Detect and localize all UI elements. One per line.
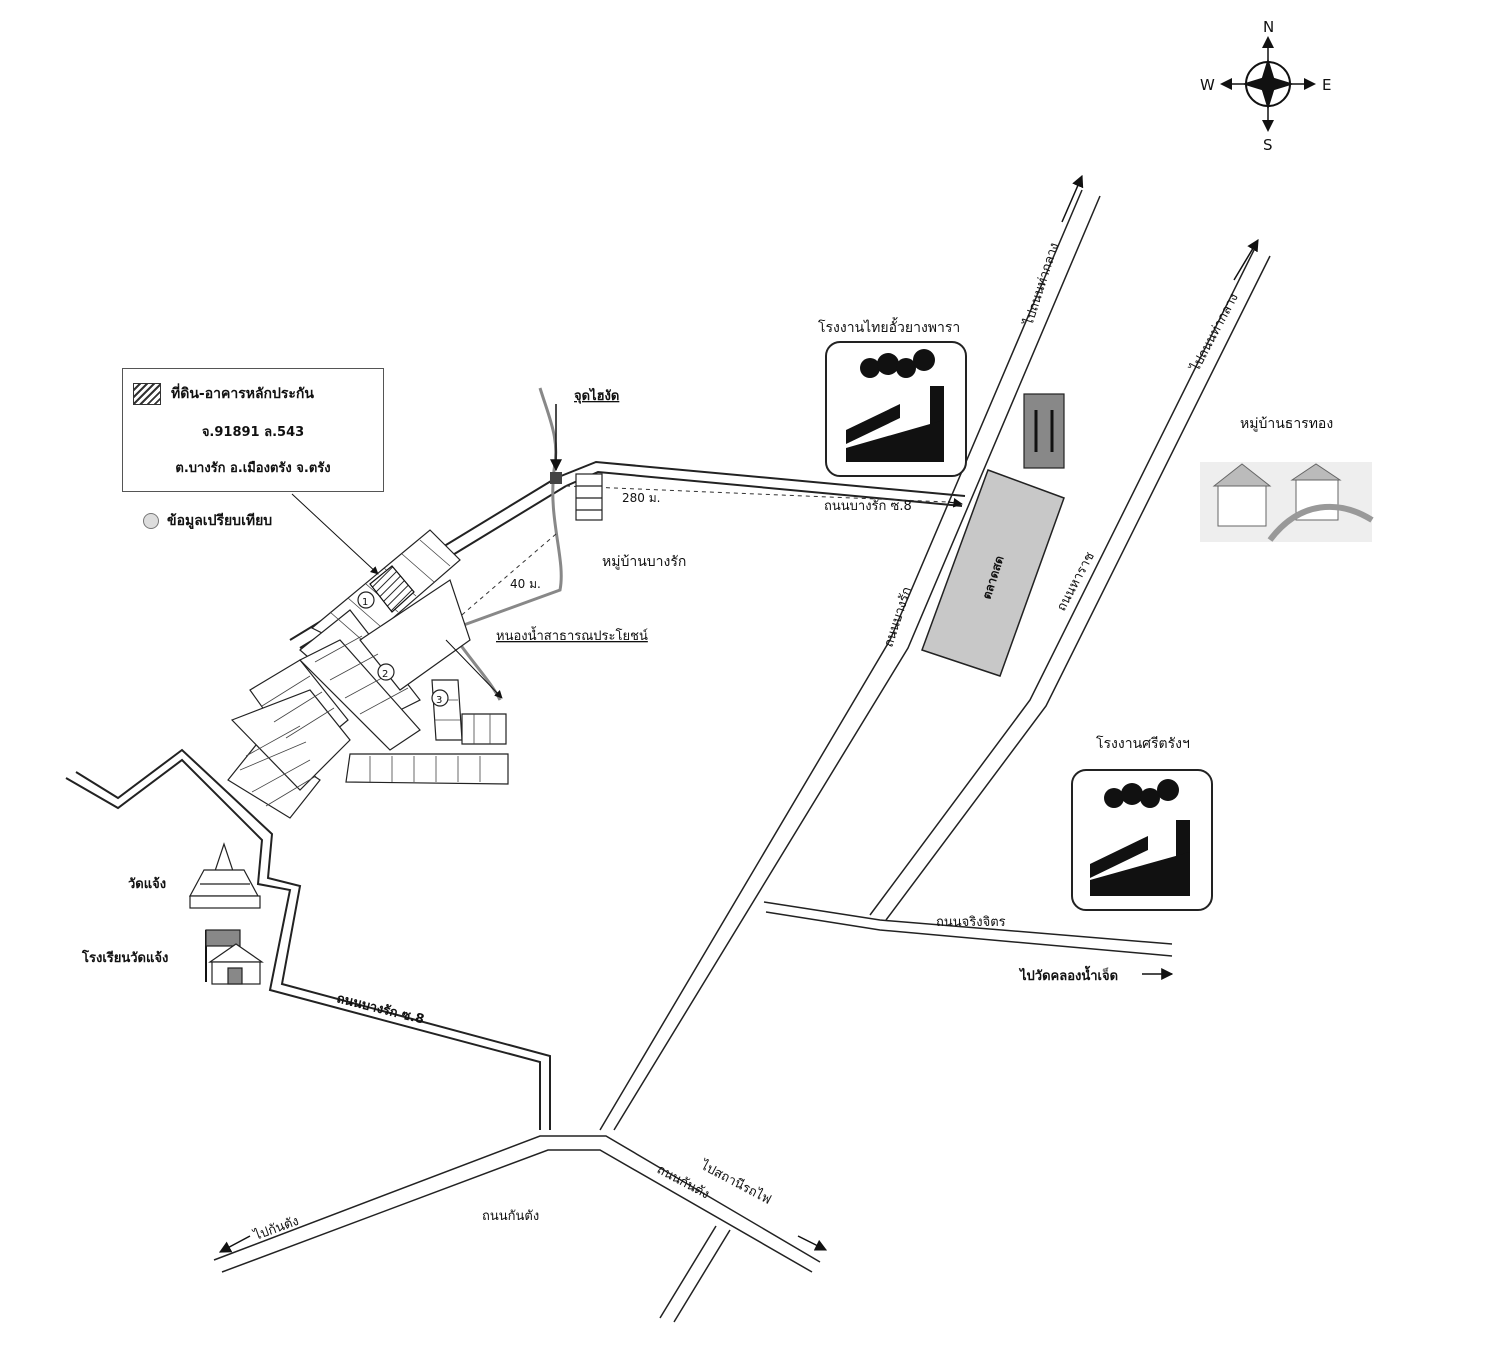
- road-soi8-top-label: ถนนบางรัก ซ.8: [824, 499, 912, 514]
- road-bangrak: [599, 189, 1101, 1131]
- subject-marker-icon: [550, 472, 562, 484]
- to-station-label: ไปสถานีรถไฟ: [697, 1157, 774, 1208]
- svg-text:2: 2: [382, 669, 388, 680]
- road-soi8-south: [65, 748, 551, 1130]
- road-jaroen: [763, 901, 1173, 957]
- compass-e: E: [1322, 76, 1331, 94]
- subject-point-label: จุดไฮงัด: [574, 387, 619, 404]
- factory-top-label: โรงงานไทยอั้วยางพารา: [818, 317, 960, 336]
- legend: ที่ดิน-อาคารหลักประกัน จ.91891 ล.543 ต.บ…: [122, 368, 384, 492]
- canal: [447, 387, 563, 701]
- comparable-2: 2: [377, 663, 395, 681]
- temple-label: วัดแจ้ง: [128, 876, 166, 892]
- factory-top-icon: [825, 341, 967, 477]
- temple-icon: [188, 842, 261, 909]
- distance-280-label: 280 ม.: [622, 491, 660, 505]
- distance-40-line: [441, 533, 557, 633]
- factory-bottom-label: โรงงานศรีตรังฯ: [1096, 735, 1190, 752]
- building-near-subject-icon: [575, 473, 603, 521]
- legend-comparables-row: ข้อมูลเปรียบเทียบ: [143, 510, 272, 532]
- legend-subject-row: ที่ดิน-อาคารหลักประกัน: [133, 383, 314, 405]
- compass-n: N: [1263, 18, 1274, 36]
- to-kantang-label: ไปกันตัง: [251, 1213, 301, 1244]
- road-jaroen-label: ถนนจริงจิตร: [936, 915, 1006, 930]
- circle-swatch-icon: [143, 513, 159, 529]
- road-bangrak-label: ถนนบางรัก: [882, 585, 916, 649]
- comparable-3: 3: [431, 689, 449, 707]
- to-wat-khlong-label: ไปวัดคลองน้ำเจ็ด: [1018, 965, 1118, 984]
- legend-title: ที่ดิน-อาคารหลักประกัน: [171, 386, 314, 402]
- village-houses-icon: [1200, 462, 1374, 542]
- comparable-1: 1: [357, 591, 375, 609]
- legend-location: ต.บางรัก อ.เมืองตรัง จ.ตรัง: [175, 461, 331, 476]
- compass-s: S: [1263, 136, 1273, 154]
- school-icon: [205, 929, 264, 985]
- svg-text:3: 3: [436, 695, 442, 706]
- compass-w: W: [1200, 76, 1215, 94]
- svg-text:1: 1: [362, 597, 368, 608]
- road-kantang-label: ถนนกันตัง: [482, 1209, 539, 1224]
- hatch-swatch-icon: [133, 383, 161, 405]
- village-right-label: หมู่บ้านธารทอง: [1240, 416, 1333, 432]
- restaurant-icon: [1023, 393, 1065, 469]
- school-label: โรงเรียนวัดแจ้ง: [81, 949, 168, 966]
- road-soi8-bottom-label: ถนนบางรัก ซ.8: [335, 991, 426, 1027]
- to-thakhlong-2-label: ไปถนนท่ากลาง: [1187, 291, 1242, 375]
- subject-plot: [369, 565, 415, 613]
- factory-bottom-icon: [1071, 769, 1213, 911]
- road-kantang: [213, 1135, 821, 1323]
- to-thakhlong-1-label: ไปถนนท่ากลาง: [1020, 241, 1062, 328]
- road-harat: [869, 249, 1271, 921]
- legend-comparables-label: ข้อมูลเปรียบเทียบ: [167, 513, 273, 529]
- village-center-label: หมู่บ้านบางรัก: [602, 554, 686, 570]
- market-block: [921, 469, 1065, 677]
- compass-icon: [1220, 36, 1316, 132]
- road-harat-label: ถนนหาราช: [1054, 550, 1098, 614]
- public-pond-label: หนองน้ำสาธารณประโยชน์: [496, 626, 648, 644]
- legend-deed: จ.91891 ล.543: [201, 425, 305, 440]
- distance-40-label: 40 ม.: [510, 577, 541, 591]
- land-plots: [227, 529, 509, 819]
